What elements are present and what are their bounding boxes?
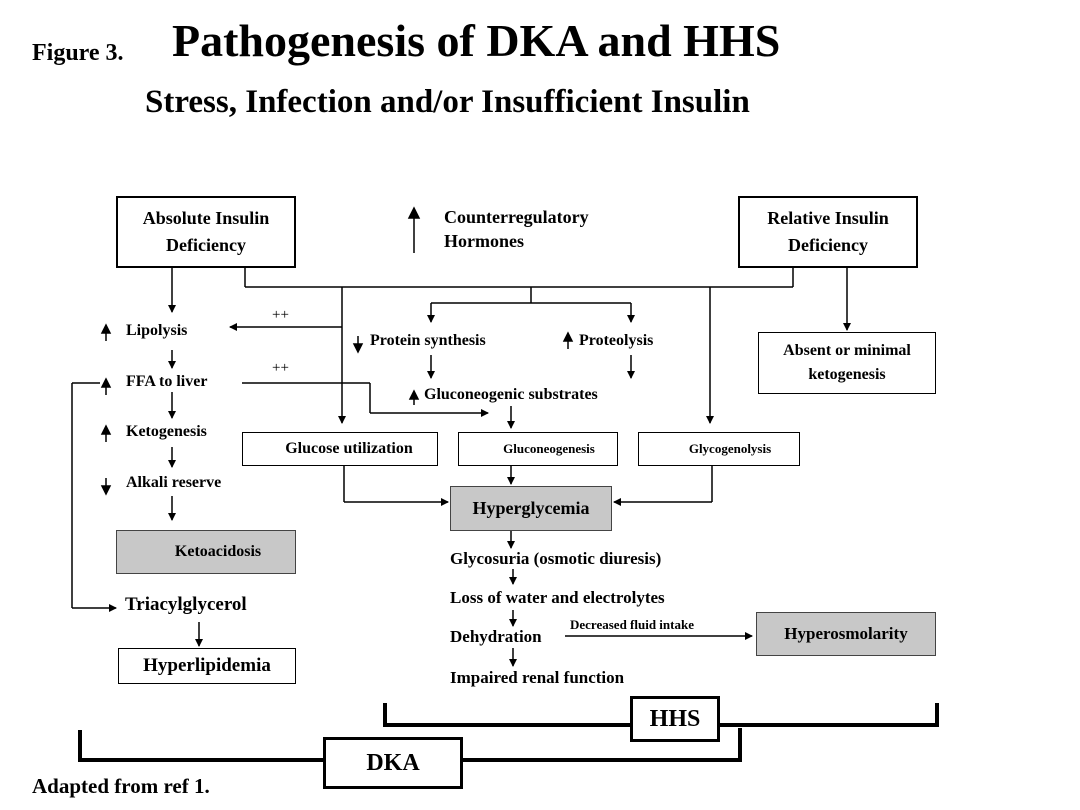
dka-group-label: DKA — [323, 737, 463, 789]
absolute-insulin-deficiency-box: Absolute Insulin Deficiency — [116, 196, 296, 268]
glucose-utilization-box: Glucose utilization — [242, 432, 438, 466]
source-note: Adapted from ref 1. — [32, 774, 210, 798]
loss-of-water-label: Loss of water and electrolytes — [450, 588, 665, 607]
glycogenolysis-box: Glycogenolysis — [638, 432, 800, 466]
relative-insulin-deficiency-box: Relative Insulin Deficiency — [738, 196, 918, 268]
ketogenesis-label: Ketogenesis — [126, 423, 207, 440]
hyperglycemia-box: Hyperglycemia — [450, 486, 612, 531]
ketoacidosis-box: Ketoacidosis — [116, 530, 296, 574]
dehydration-label: Dehydration — [450, 627, 542, 646]
hyperlipidemia-box: Hyperlipidemia — [118, 648, 296, 684]
alkali-reserve-label: Alkali reserve — [126, 474, 222, 491]
gluconeogenesis-box: Gluconeogenesis — [458, 432, 618, 466]
lipolysis-label: Lipolysis — [126, 322, 188, 339]
ffa-to-liver-label: FFA to liver — [126, 373, 208, 390]
absent-ketogenesis-box: Absent or minimal ketogenesis — [758, 332, 936, 394]
protein-synthesis-label: Protein synthesis — [370, 332, 486, 349]
proteolysis-label: Proteolysis — [579, 332, 654, 349]
gluconeogenic-substrates-label: Gluconeogenic substrates — [424, 386, 598, 403]
figure-label: Figure 3. — [32, 40, 124, 66]
glycosuria-label: Glycosuria (osmotic diuresis) — [450, 549, 662, 568]
plus-plus-lipolysis: ++ — [272, 307, 289, 323]
decreased-fluid-intake-label: Decreased fluid intake — [570, 617, 694, 632]
counterregulatory-hormones-label: Counterregulatory Hormones — [444, 207, 589, 251]
triacylglycerol-label: Triacylglycerol — [125, 594, 247, 615]
plus-plus-ffa: ++ — [272, 360, 289, 376]
figure-subtitle: Stress, Infection and/or Insufficient In… — [145, 84, 750, 120]
hyperosmolarity-box: Hyperosmolarity — [756, 612, 936, 656]
hhs-group-label: HHS — [630, 696, 720, 742]
impaired-renal-label: Impaired renal function — [450, 668, 625, 687]
figure-title: Pathogenesis of DKA and HHS — [172, 15, 781, 66]
